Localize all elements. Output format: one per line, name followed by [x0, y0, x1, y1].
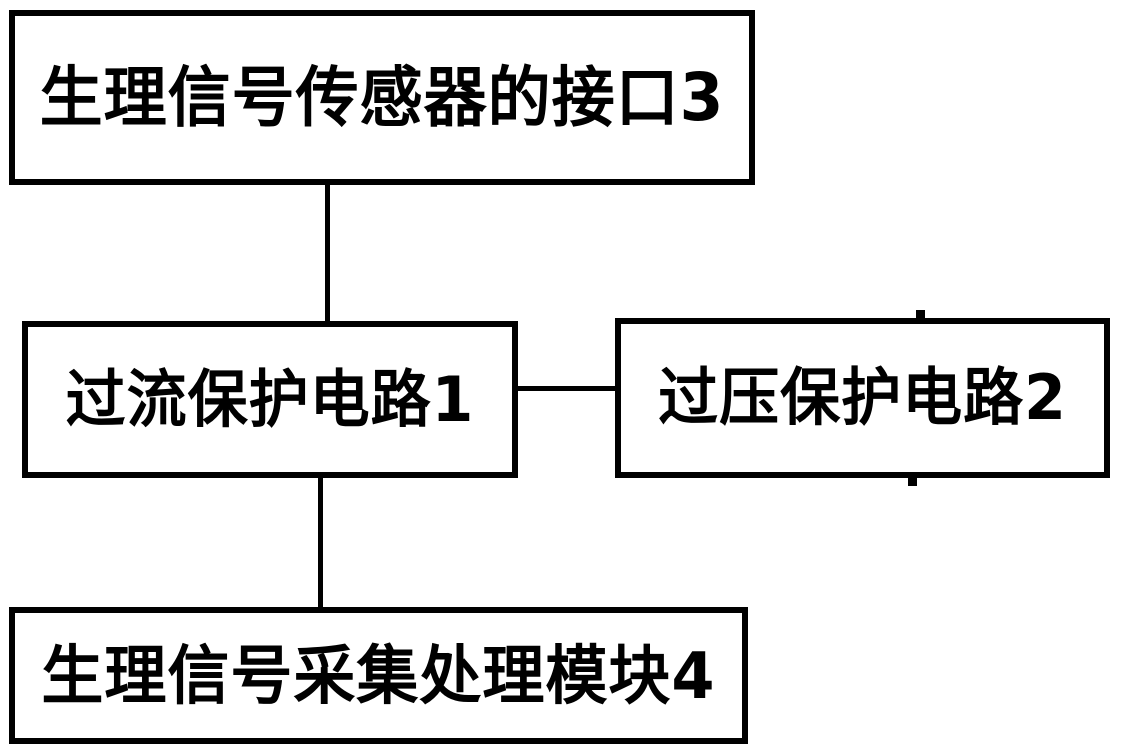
box-overcurrent-protection-1-label: 过流保护电路1 — [65, 363, 475, 436]
box-acquisition-processing-module-4: 生理信号采集处理模块4 — [9, 607, 748, 744]
scan-artifact-tick-bottom — [908, 476, 917, 486]
connector-box1-to-box4 — [318, 474, 323, 611]
connector-box1-to-box2 — [514, 386, 619, 391]
box-acquisition-processing-module-4-label: 生理信号采集处理模块4 — [41, 637, 716, 713]
box-overcurrent-protection-1: 过流保护电路1 — [22, 321, 518, 478]
connector-box3-to-box1 — [325, 185, 330, 325]
box-sensor-interface-3-label: 生理信号传感器的接口3 — [39, 59, 725, 136]
box-overvoltage-protection-2: 过压保护电路2 — [615, 318, 1110, 478]
box-sensor-interface-3: 生理信号传感器的接口3 — [9, 10, 755, 185]
scan-artifact-tick-top — [916, 310, 925, 319]
box-overvoltage-protection-2-label: 过压保护电路2 — [658, 361, 1067, 435]
